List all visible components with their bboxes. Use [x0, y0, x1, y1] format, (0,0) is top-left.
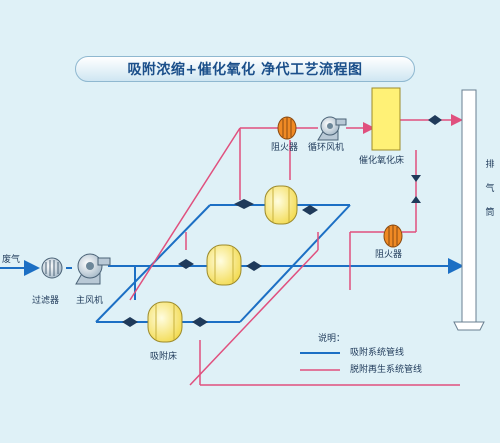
- main-fan: [75, 253, 111, 285]
- adsorption-bed-upper: [264, 185, 298, 225]
- legend-lines: [300, 352, 340, 371]
- catalytic-oxidation-bed: [371, 87, 401, 151]
- stack-char: 气: [485, 184, 495, 194]
- flame-arrester-right-label: 阻火器: [375, 250, 403, 260]
- valve-icon: [428, 115, 442, 125]
- stack-char: 筒: [485, 208, 495, 218]
- circulation-fan-label: 循环风机: [308, 143, 345, 153]
- valve-icon: [302, 205, 318, 215]
- flame-arrester-top-label: 阻火器: [271, 143, 299, 153]
- stack-label: 排 气 筒: [485, 160, 495, 232]
- filter: [41, 257, 63, 279]
- catalytic-bed-label: 催化氧化床: [359, 156, 405, 166]
- adsorption-bed-middle: [206, 244, 242, 286]
- diagram-title: 吸附浓缩+催化氧化 净代工艺流程图: [75, 56, 415, 82]
- adsorption-bed-label: 吸附床: [150, 352, 178, 362]
- valve-icon: [122, 317, 138, 327]
- valve-icon: [192, 317, 208, 327]
- legend-item-desorption: 脱附再生系统管线: [350, 365, 423, 375]
- exhaust-stack: [453, 89, 485, 331]
- legend-item-adsorption: 吸附系统管线: [350, 348, 405, 358]
- valve-icon: [411, 175, 421, 203]
- exhaust-inlet-label: 废气: [2, 255, 21, 265]
- main-fan-label: 主风机: [76, 296, 104, 306]
- filter-label: 过滤器: [32, 296, 60, 306]
- circulation-fan: [317, 116, 347, 141]
- valves: [122, 115, 442, 327]
- desorption-lines: [129, 114, 463, 386]
- adsorption-bed-lower: [147, 301, 183, 343]
- valve-icon: [234, 199, 254, 209]
- valve-icon: [246, 261, 262, 271]
- flame-arrester-right: [383, 224, 403, 248]
- legend-heading: 说明：: [318, 334, 346, 344]
- flame-arrester-top: [277, 116, 297, 140]
- valve-icon: [178, 259, 194, 269]
- stack-char: 排: [485, 160, 495, 170]
